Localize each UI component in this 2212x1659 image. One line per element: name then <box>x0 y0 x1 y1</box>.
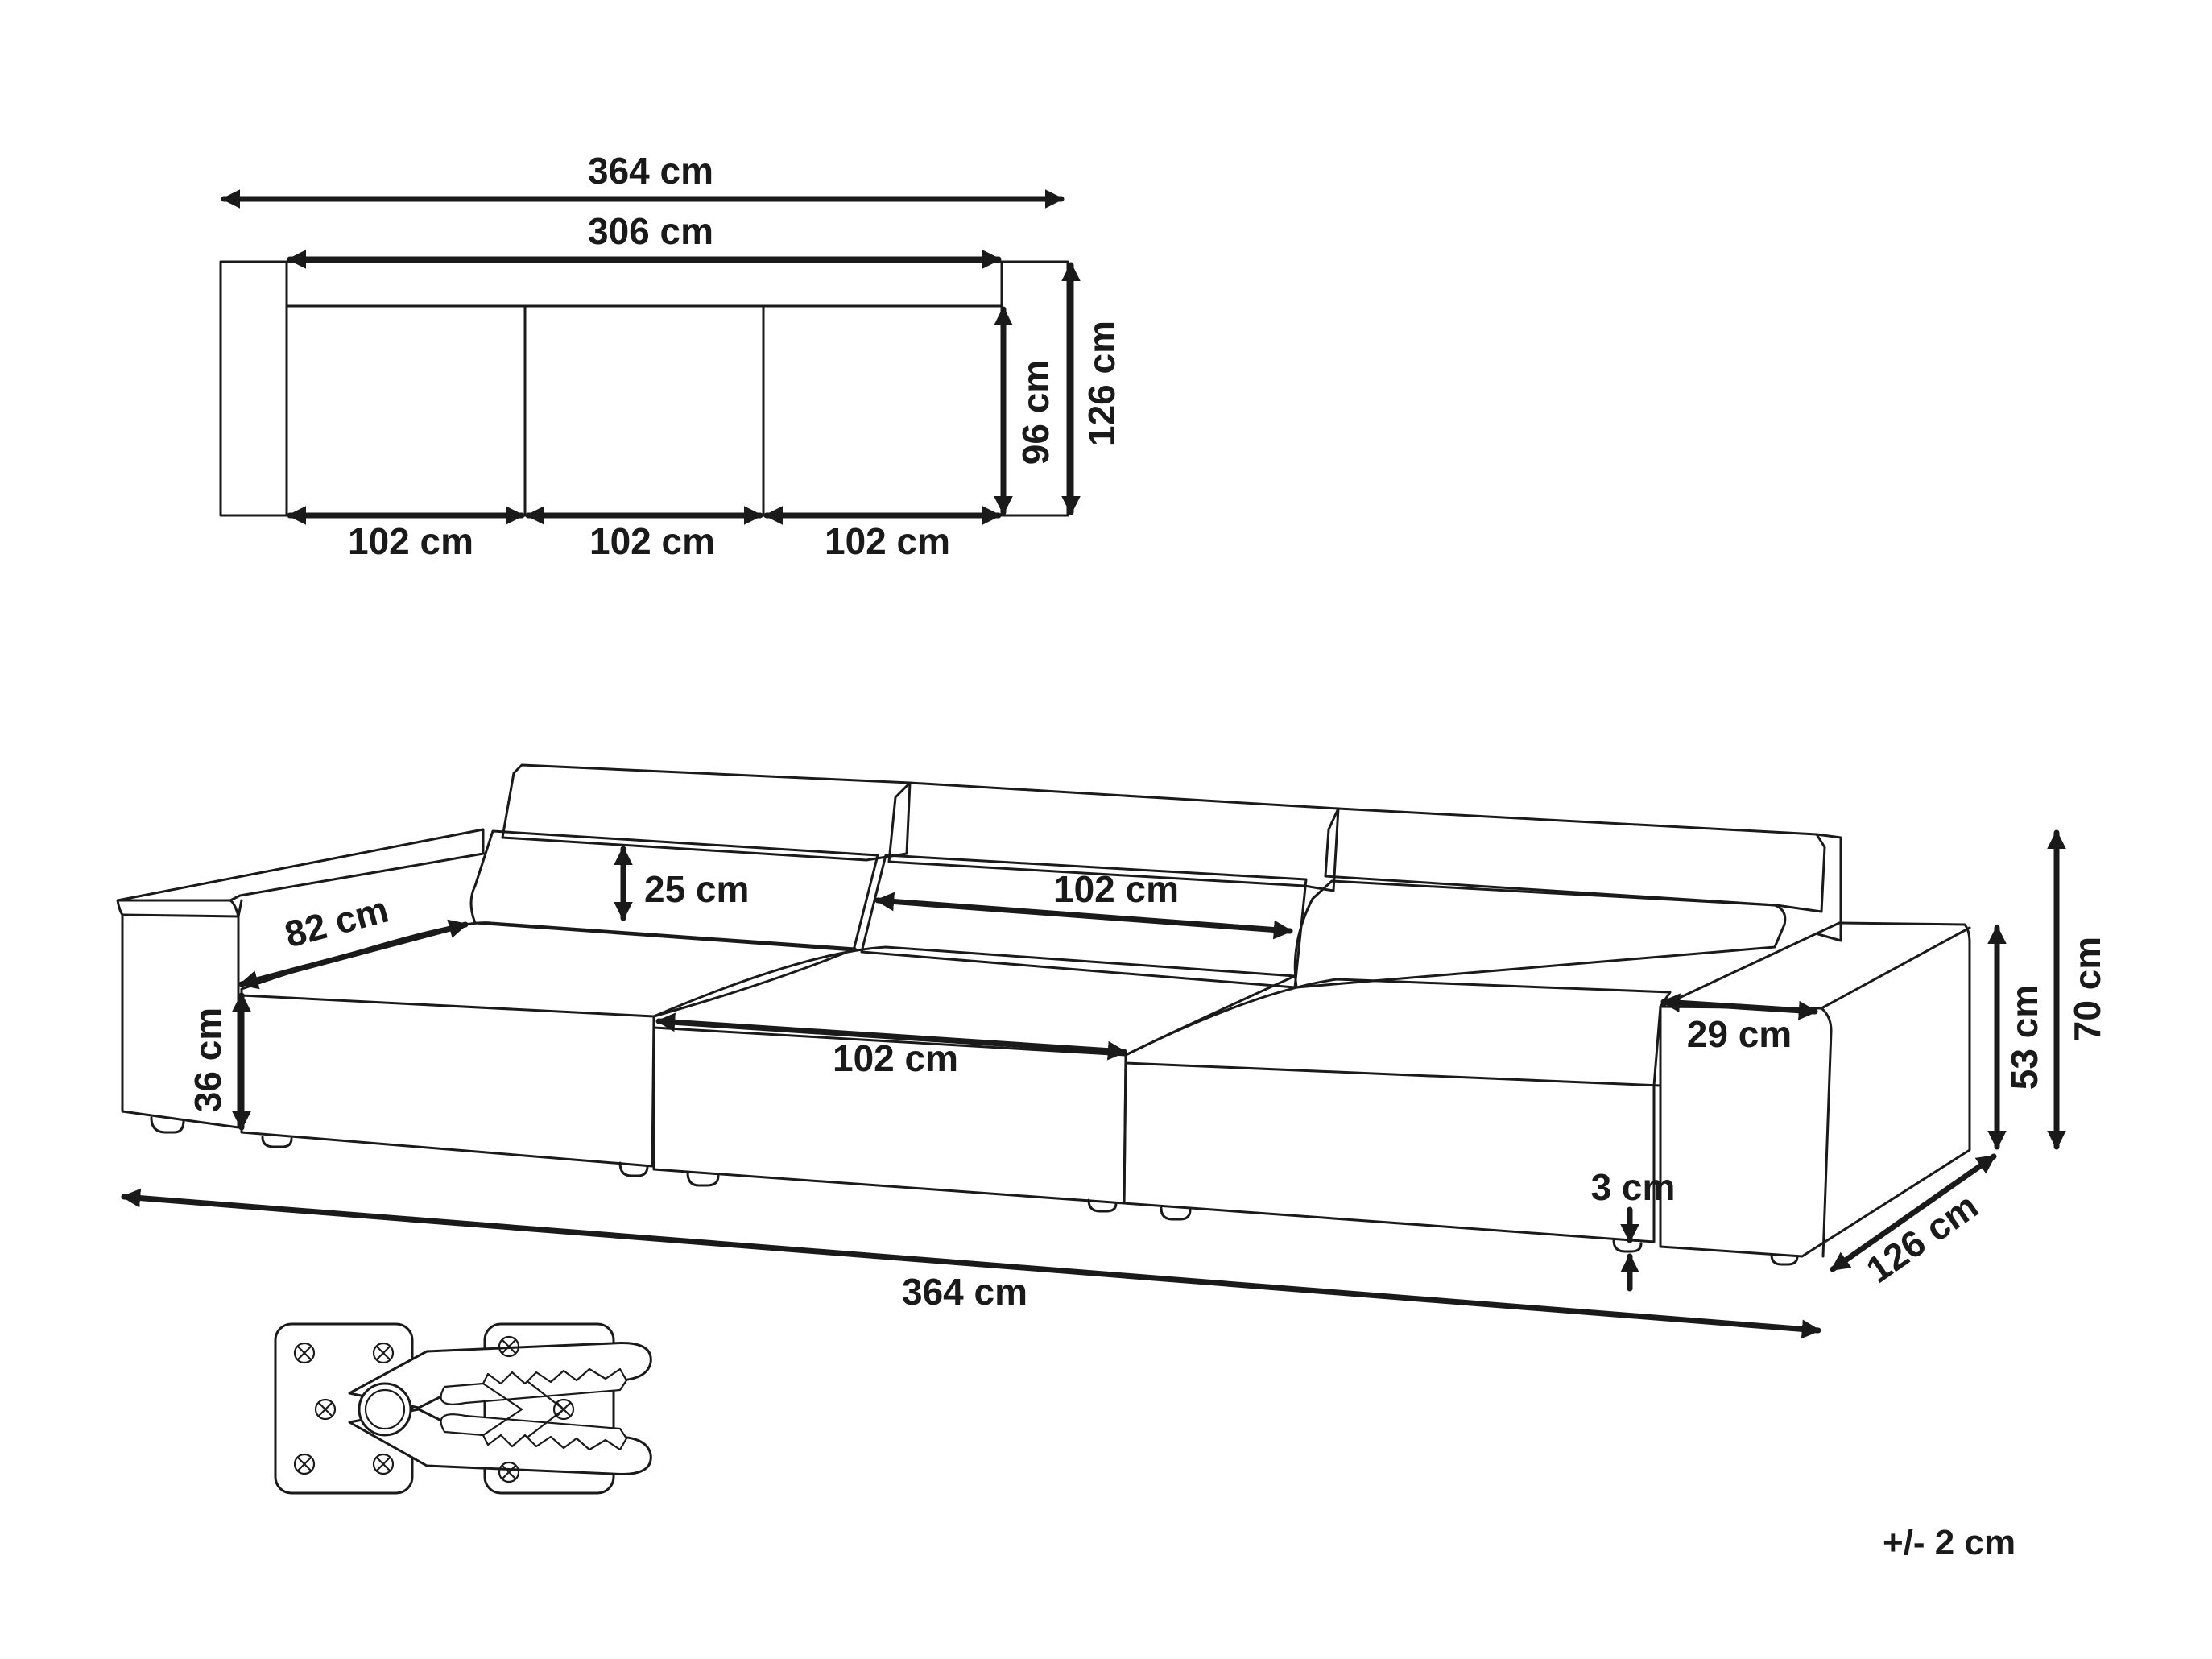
top-view-seat-area <box>285 260 1003 517</box>
tolerance-note: +/- 2 cm <box>1883 1523 2016 1562</box>
top-view: 364 cm 306 cm 102 cm 102 cm 102 cm 96 cm… <box>219 150 1123 562</box>
backrest-width-label: 102 cm <box>1053 868 1179 910</box>
connector-pivot <box>358 1382 412 1437</box>
seat-3-leg-2 <box>1612 1239 1643 1253</box>
seat-height-label: 36 cm <box>187 1007 229 1112</box>
overall-height-label: 70 cm <box>2066 937 2108 1041</box>
connector-screws <box>293 1335 575 1483</box>
seat-width-arrow <box>655 1012 1127 1061</box>
overall-width-label: 364 cm <box>902 1271 1027 1313</box>
back-cushion-3 <box>1293 879 1787 989</box>
backrest-width-arrow <box>874 892 1293 940</box>
seat-1-leg-2 <box>618 1161 649 1177</box>
left-arm-body <box>116 899 240 1129</box>
top-overall-depth-label: 126 cm <box>1081 321 1123 446</box>
top-module-2-label: 102 cm <box>589 520 715 562</box>
perspective-view: 25 cm 82 cm 102 cm 102 cm 36 cm 29 cm 53… <box>116 763 2108 1339</box>
left-arm-top <box>116 828 485 902</box>
top-seat-depth-label: 96 cm <box>1015 360 1056 465</box>
left-arm-leg <box>150 1116 185 1134</box>
leg-height-label: 3 cm <box>1591 1166 1676 1208</box>
armrest-width-label: 29 cm <box>1687 1013 1792 1055</box>
backrest-1 <box>501 763 912 862</box>
connector-bracket-icon <box>274 1322 652 1495</box>
seat-depth-arrow <box>238 919 469 990</box>
left-arm-corner <box>237 899 243 918</box>
connector-inner-v-1 <box>482 1382 523 1437</box>
top-view-left-arm <box>219 260 288 517</box>
backrest-3-side <box>1815 833 1842 942</box>
connector-left-plate <box>274 1322 414 1495</box>
left-arm-edge <box>121 913 240 918</box>
back-cushion-1 <box>469 830 879 952</box>
top-overall-width-label: 364 cm <box>588 150 713 192</box>
seat-cushion-2-top <box>652 945 1296 1057</box>
backrest-height-label: 25 cm <box>644 868 749 910</box>
seat-3-leg <box>1160 1206 1192 1221</box>
seat-width-label: 102 cm <box>833 1037 958 1079</box>
overall-width-arrow <box>121 1188 1821 1339</box>
connector-pivot-inner <box>364 1388 406 1430</box>
top-module-1-label: 102 cm <box>348 520 473 562</box>
armrest-width-arrow <box>1660 993 1818 1020</box>
seat-1-leg <box>261 1136 293 1148</box>
right-arm-front-edge <box>1820 1007 1833 1258</box>
seat-cushion-3-top <box>1124 978 1672 1087</box>
overall-depth-arrow <box>1830 1153 1997 1272</box>
top-seat-width-label: 306 cm <box>588 210 713 252</box>
seat-cushion-3-front <box>1123 1061 1656 1243</box>
armrest-height-label: 53 cm <box>2003 985 2045 1090</box>
seat-cushion-1-front <box>240 994 655 1168</box>
right-arm-top-edge <box>1659 926 1971 1010</box>
right-arm-seat-join <box>1652 1005 1662 1087</box>
top-module-3-label: 102 cm <box>825 520 950 562</box>
seat-2-leg <box>686 1171 720 1187</box>
backrest-3 <box>1324 807 1826 913</box>
